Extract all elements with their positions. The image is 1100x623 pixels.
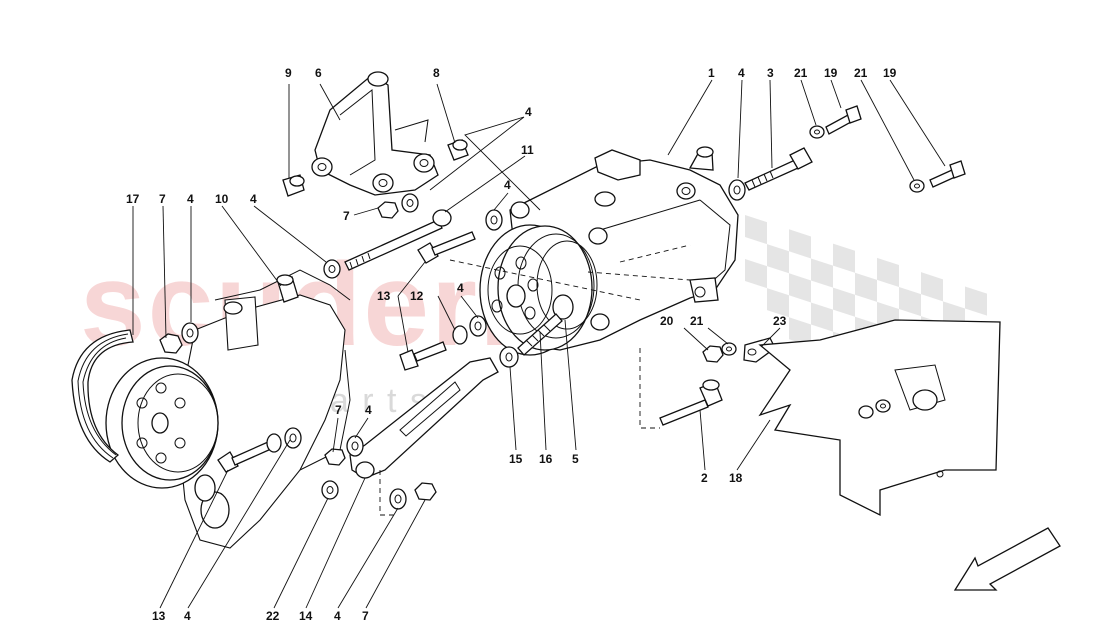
callout-label: 19 <box>883 66 897 80</box>
callout-label: 17 <box>126 192 140 206</box>
nut-7-bottom <box>389 482 437 510</box>
callout-label: 20 <box>660 314 674 328</box>
callout-label: 7 <box>343 209 350 223</box>
engine-block-with-pulley <box>105 269 351 549</box>
callout-label: 14 <box>299 609 313 623</box>
callout-label: 15 <box>509 452 523 466</box>
spacer-sleeve-10 <box>276 274 299 303</box>
callout-label: 4 <box>365 403 372 417</box>
callout-label: 7 <box>362 609 369 623</box>
callout-label: 8 <box>433 66 440 80</box>
washer-4-mid-left <box>323 259 341 279</box>
callout-label: 21 <box>794 66 808 80</box>
callout-label: 6 <box>315 66 322 80</box>
callout-label: 16 <box>539 452 553 466</box>
spacer-sleeve-8 <box>447 139 469 161</box>
callout-label: 2 <box>701 471 708 485</box>
callout-label: 4 <box>525 105 532 119</box>
spacer-sleeve-9 <box>282 174 305 197</box>
callout-label: 22 <box>266 609 280 623</box>
callout-label: 12 <box>410 289 424 303</box>
callout-label: 7 <box>335 403 342 417</box>
nut-7-left <box>159 322 199 354</box>
long-bolt-11 <box>344 209 452 271</box>
bolt-19-upper <box>809 105 862 139</box>
washer-15 <box>499 346 519 368</box>
callout-label: 4 <box>334 609 341 623</box>
callout-label: 13 <box>152 609 166 623</box>
callout-label: 3 <box>767 66 774 80</box>
callout-label: 9 <box>285 66 292 80</box>
callout-label: 21 <box>854 66 868 80</box>
callout-label: 18 <box>729 471 743 485</box>
callout-label: 4 <box>738 66 745 80</box>
callout-label: 4 <box>184 609 191 623</box>
nut-7-link <box>324 435 364 466</box>
arrow-down-left-icon <box>953 527 1061 591</box>
link-bracket-14 <box>349 357 499 479</box>
callout-labels: 9 6 8 4 11 1 4 3 21 19 21 19 17 7 4 10 4… <box>126 66 897 623</box>
callout-label: 23 <box>773 314 787 328</box>
washer-4-compressor-front <box>452 209 503 345</box>
callout-label: 19 <box>824 66 838 80</box>
callout-label: 4 <box>187 192 194 206</box>
callout-label: 4 <box>250 192 257 206</box>
bolt-12 <box>417 231 476 264</box>
bolt-19-lower <box>909 160 966 193</box>
callout-label: 5 <box>572 452 579 466</box>
callout-label: 4 <box>504 178 511 192</box>
drive-belt <box>71 329 134 463</box>
callout-label: 10 <box>215 192 229 206</box>
callout-label: 4 <box>457 281 464 295</box>
ac-compressor-1 <box>479 146 739 356</box>
leader-lines <box>132 79 946 609</box>
heat-shield-18 <box>758 319 1001 517</box>
callout-label: 13 <box>377 289 391 303</box>
callout-label: 7 <box>159 192 166 206</box>
nut-20 <box>702 342 737 363</box>
nut-7-bracket <box>377 193 419 219</box>
bolt-3 <box>728 147 813 201</box>
bracket-6 <box>311 71 439 196</box>
callout-label: 1 <box>708 66 715 80</box>
bolt-2 <box>659 379 723 426</box>
callout-label: 11 <box>521 143 534 157</box>
bolt-13-bottom <box>217 427 302 473</box>
washer-22 <box>321 480 339 500</box>
callout-label: 21 <box>690 314 704 328</box>
